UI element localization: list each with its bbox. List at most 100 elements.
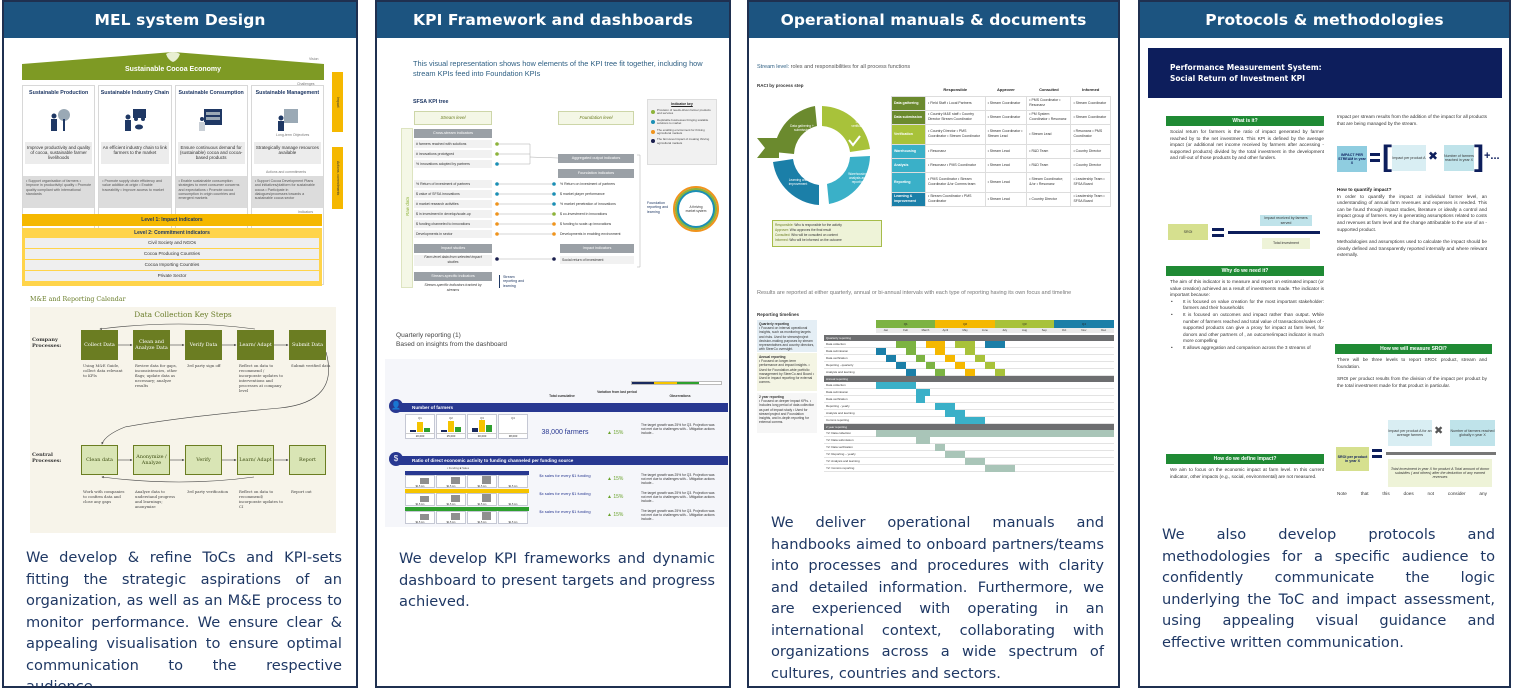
col-variation: Variation from last period: [597, 390, 637, 394]
gantt-month: Feb: [895, 328, 916, 333]
gantt-row: Reporting - yearly: [824, 403, 1114, 410]
raci-cell: • Country Director • PMS Coordinator • S…: [925, 123, 986, 145]
raci-header-row: Responsible Approver Consulted Informed: [891, 84, 1111, 96]
ratio-observation: The target growth was 25% for Q3. Projec…: [641, 473, 715, 486]
gantt-row-label: Y2: Data collection: [826, 431, 852, 435]
leaf-icon: [166, 52, 180, 62]
level2-title: Level 2: Commitment indicators: [134, 230, 210, 236]
ratio-value: $1.5 mn: [508, 521, 518, 524]
pillar-objective: Ensure continuous demand for (sustainabl…: [177, 142, 245, 164]
ratio-bar: [482, 476, 491, 484]
why-bullet: It is focused on outcomes and impact rat…: [1170, 312, 1324, 345]
legend-dot-icon: [651, 119, 655, 124]
bracket-close-icon: ]: [1474, 140, 1484, 173]
farmers-observation: The target growth was 25% for Q3. Projec…: [641, 423, 715, 436]
gantt-row-label: Data submission: [826, 390, 849, 394]
mini-bar: [410, 430, 416, 432]
gantt-month: June: [975, 328, 995, 333]
roof-shape: [22, 52, 324, 80]
ratio-value: $1.5 mn: [508, 503, 518, 506]
wheel-label: Learning and improvement: [788, 178, 808, 186]
panel-title: MEL system Design: [4, 2, 356, 38]
aggregated-output-header: Aggregated output indicators: [558, 154, 634, 163]
gantt-bar: [945, 410, 966, 417]
pillar-objective: An efficient industry chain to link farm…: [101, 142, 169, 164]
step-note: Report out: [291, 489, 312, 494]
ratio-mini-chart: $1.5 mn: [467, 511, 497, 524]
raci-cell: • Leadership Team • SFSA Board: [1070, 171, 1111, 193]
level2-row: Civil Society and NGOs: [25, 238, 319, 248]
panel-description: We also develop protocols and methodolog…: [1162, 526, 1495, 651]
roof-label: Sustainable Cocoa Economy: [124, 66, 222, 73]
equals-icon: [1370, 153, 1380, 156]
why-bullets: It is focused on value creation for the …: [1170, 299, 1324, 352]
gantt-bar: [925, 362, 936, 369]
gantt-section: Annual reporting: [824, 376, 1114, 382]
level2-row: Cocoa Producing Countries: [25, 249, 319, 259]
indicator-key: Indicator key Provision of needs-driven …: [647, 99, 717, 165]
gantt-bar: [895, 341, 916, 348]
panel-title: Operational manuals & documents: [749, 2, 1118, 38]
raci-cell: • R&D Team: [1026, 157, 1072, 173]
social-return-row: Social return of investment: [560, 256, 634, 264]
gantt-bar: [945, 451, 966, 458]
ratio-value: $1.5 mn: [477, 503, 487, 506]
gantt-row-label: Y2: Reporting – yearly: [826, 452, 856, 456]
equals-icon: [1372, 455, 1382, 458]
gantt-bar: [925, 341, 946, 348]
col-observations: Observations: [669, 394, 691, 398]
total-investment-box: Total investment in year X for product A…: [1388, 459, 1492, 487]
pillar-actions: • Promote supply chain efficiency and va…: [99, 176, 171, 208]
raci-step-cell: Learning & improvement: [891, 191, 926, 207]
legend-item: Provision of needs-driven farmer product…: [651, 108, 713, 116]
wheel-label: Warehousing, analysis and reporting: [848, 172, 868, 184]
indicator-dot: [495, 232, 499, 236]
gantt-row: Comms reporting: [824, 417, 1114, 424]
objectives-label: Long-term Objectives: [276, 133, 310, 137]
raci-cell: • Stream Lead: [984, 157, 1028, 173]
presenter-board-icon: [278, 109, 299, 131]
sroi-product-text: SROI per product results from the divisi…: [1337, 376, 1487, 388]
legend-text: The enabling environment for thriving ag…: [657, 127, 705, 136]
step-note: Using M&E Guide, collect data relevant t…: [83, 363, 123, 378]
gantt-month: March: [915, 328, 936, 333]
gantt-bar: [984, 362, 995, 369]
ratio-observation: The target growth was 25% for Q3. Projec…: [641, 491, 715, 504]
step-verify: Verify: [185, 445, 222, 475]
money-icon: $: [389, 452, 403, 466]
gantt-bar: [955, 362, 966, 369]
ratio-legend: ▪ Funding ■ Sales: [447, 466, 470, 470]
stream-specific-row: Stream-specific indicators tracked by st…: [414, 283, 492, 294]
vision-label: Vision: [309, 57, 319, 61]
equals-icon: [1212, 228, 1224, 231]
doc-title-line1: Performance Measurement System:: [1170, 63, 1322, 72]
calendar-heading: Data Collection Key Steps: [134, 310, 232, 319]
impact-per-product-avg-box: Impact per product A for an average farm…: [1388, 420, 1432, 446]
ratio-mini-chart: $1.5 mn: [405, 493, 435, 506]
ratio-mini-chart: $1.5 mn: [436, 511, 466, 524]
gantt-row: Data verification: [824, 396, 1114, 403]
impact-per-stream-text: Impact per stream results from the addit…: [1337, 114, 1487, 126]
what-is-it-header: What is it?: [1166, 116, 1324, 126]
legend-title: Indicator key: [671, 102, 693, 106]
ratio-bar: [482, 494, 491, 502]
gantt-bar: [984, 465, 1015, 472]
step-note: Submit verified data: [291, 363, 331, 368]
level1-impact-indicators: Level 1: Impact indicators: [22, 214, 322, 226]
ratio-value: $1.5 mn: [477, 485, 487, 488]
define-impact-header: How do we define impact?: [1166, 454, 1324, 464]
legend-text: The farm-level impact of creating thrivi…: [657, 137, 710, 145]
raci-cell: • Stream Coordinator • Stream Lead: [984, 123, 1028, 145]
raci-row: Reporting• PMS Coordinator • Stream Coor…: [891, 171, 1111, 193]
thriving-market-circle: A thriving market system: [673, 186, 719, 232]
ratio-bar: [482, 512, 491, 520]
gantt-row: Data collection: [824, 382, 1114, 389]
actions-label: Actions and commitments: [266, 170, 307, 174]
gantt-bar: [984, 341, 1005, 348]
raci-cell: • Stream Coordinator: [984, 109, 1028, 125]
raci-cell: • Stream Lead: [984, 191, 1028, 207]
reporting-block-body: • Focused on deeper impact KPIs. • Inclu…: [759, 399, 815, 425]
raci-table: Responsible Approver Consulted Informed …: [891, 84, 1111, 207]
stream-indicator-row: $ funding channeled to innovations: [414, 220, 492, 228]
ratio-bar: [451, 495, 460, 502]
